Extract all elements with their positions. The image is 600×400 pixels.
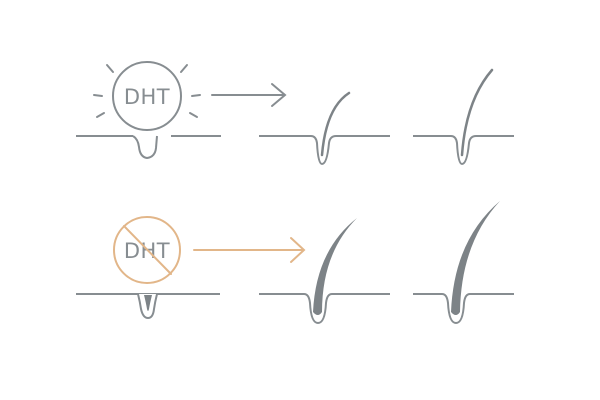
thick-hair-follicle xyxy=(259,218,390,325)
thin-hair-follicle xyxy=(259,91,390,166)
dht-label: DHT xyxy=(124,239,170,263)
sunburst-rays-icon xyxy=(93,64,201,118)
thick-hair-follicle xyxy=(413,201,514,325)
arrow-right-icon xyxy=(193,237,306,263)
thin-hair-follicle xyxy=(413,68,514,166)
dht-circle-icon xyxy=(112,61,182,131)
bottom-row-dht-blocked: DHT xyxy=(76,201,514,325)
arrow-right-icon xyxy=(211,83,287,107)
top-row-dht-active: DHT xyxy=(76,61,514,166)
miniaturized-follicle xyxy=(132,135,158,160)
prohibition-circle-icon: DHT xyxy=(113,216,181,284)
follicle-fill xyxy=(144,295,152,311)
dht-label: DHT xyxy=(124,85,170,109)
